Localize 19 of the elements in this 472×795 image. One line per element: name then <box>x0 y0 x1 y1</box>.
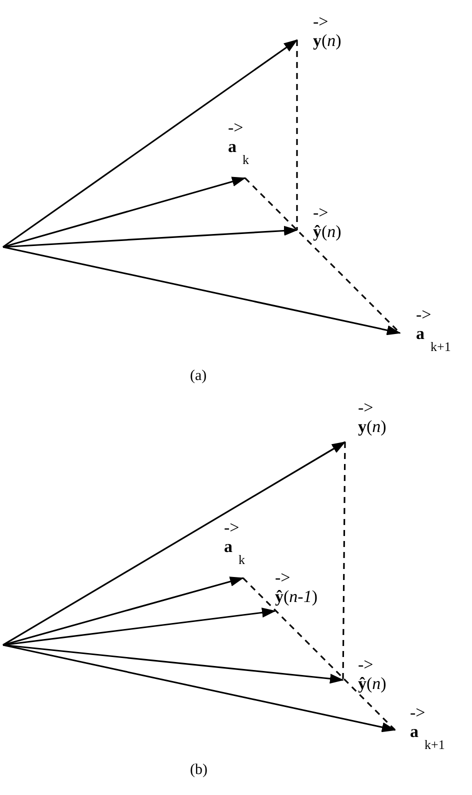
dashed-line <box>242 577 396 731</box>
panel-caption: (a) <box>190 368 207 385</box>
vector-arrow <box>2 226 298 248</box>
vector-label: -> y(n) <box>343 398 403 446</box>
vector-arrow <box>2 576 244 646</box>
vector-arrow <box>2 644 344 684</box>
vector-arrow <box>2 246 401 336</box>
vector-label: -> ŷ(n) <box>341 655 403 695</box>
vector-label: -> ŷ(n-1) <box>273 568 337 614</box>
vector-label: -> ŷ(n) <box>295 203 357 243</box>
vector-label: -> y(n) <box>295 12 357 54</box>
vector-arrow <box>2 176 246 248</box>
vector-arrow <box>2 608 276 646</box>
panel-caption: (b) <box>190 762 208 779</box>
vector-arrow <box>2 39 298 248</box>
dashed-line <box>342 442 346 680</box>
vector-arrow <box>2 644 396 732</box>
vector-arrow <box>2 441 346 646</box>
dashed-line <box>296 40 298 230</box>
